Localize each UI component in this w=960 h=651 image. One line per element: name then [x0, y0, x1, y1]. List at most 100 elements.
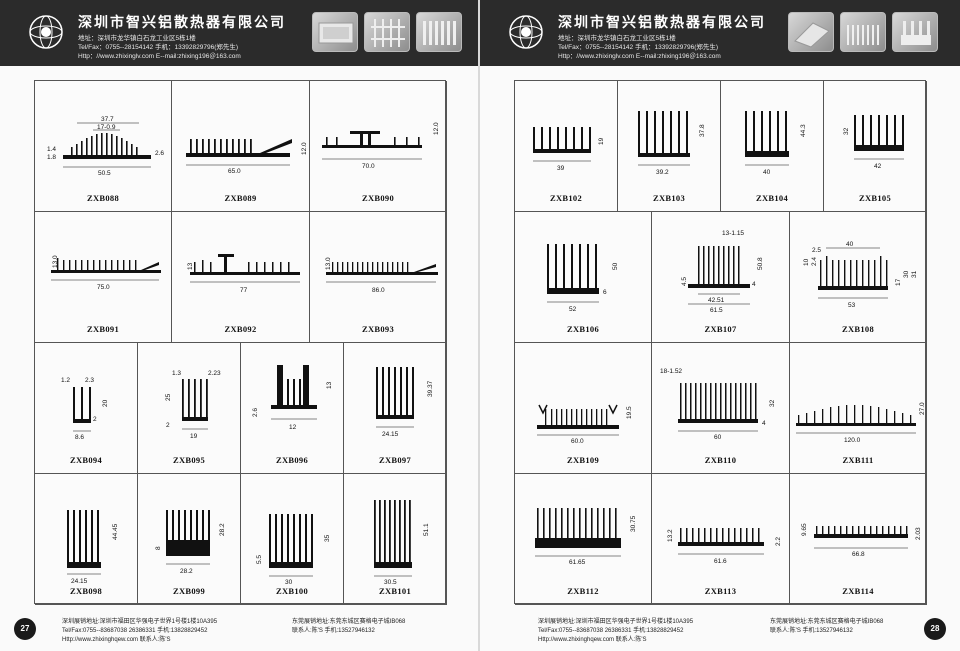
product-code: ZXB092	[224, 324, 257, 334]
product-cell: 1.2 2.3 20 8.6 2 ZXB094	[35, 343, 138, 474]
dim-label: 8	[155, 546, 162, 550]
dim-label: 61.5	[710, 307, 723, 314]
dim-label: 61.65	[569, 559, 586, 566]
catalog-page-left: 深圳市智兴铝散热器有限公司 地址：深圳市龙华镇白石龙工业区5栋1楼 Tel/Fa…	[0, 0, 480, 643]
dim-label: 2	[93, 416, 97, 423]
product-cell: 37.7 17-0.9 1.4 1.8 2.6 50.5 ZXB088	[35, 81, 172, 212]
dim-label: 30	[285, 579, 293, 586]
dim-label: 17	[895, 278, 902, 286]
profile-drawing-zxb099: 8 28.2 28.2	[155, 510, 226, 575]
profile-drawing-zxb100: 5.5 35 30	[256, 514, 331, 586]
profile-drawing-zxb091: 13.0 75.0	[51, 255, 161, 291]
dim-label: 40	[763, 169, 771, 176]
profile-drawing-zxb090: 70.0 12.0	[322, 122, 440, 170]
product-cell: 44.3 40 ZXB104	[721, 81, 824, 212]
dim-label: 1.8	[47, 154, 56, 161]
dim-label: 44.3	[800, 124, 807, 137]
profile-drawing-zxb094: 1.2 2.3 20 8.6 2	[61, 377, 109, 441]
product-code: ZXB091	[86, 324, 120, 334]
dim-label: 39.2	[656, 169, 669, 176]
product-cell: 9.65 2.03 66.8 ZXB114	[790, 474, 927, 605]
profile-drawing-zxb102: 19 39	[533, 127, 605, 172]
dim-label: 35	[324, 534, 331, 542]
dim-label: 50.8	[757, 257, 764, 270]
product-code: ZXB094	[69, 455, 103, 465]
profile-drawing-zxb114: 9.65 2.03 66.8	[801, 523, 922, 558]
dim-label: 42	[874, 163, 882, 170]
dim-label: 13.2	[667, 529, 674, 542]
dim-label: 37.8	[699, 124, 706, 137]
product-cell: 1.3 2.23 25 2 19 ZXB095	[138, 343, 241, 474]
product-cell: 19.5 60.0 ZXB109	[515, 343, 652, 474]
product-cell: 37.8 39.2 ZXB103	[618, 81, 721, 212]
product-cell: 44.45 24.15 ZXB098	[35, 474, 138, 605]
dim-label: 44.45	[112, 523, 119, 540]
dim-label: 1.4	[47, 146, 56, 153]
product-cell: 5.5 35 30 ZXB100	[241, 474, 344, 605]
profile-drawing-zxb104: 44.3 40	[745, 111, 807, 176]
dim-label: 4	[762, 420, 766, 427]
dim-label: 12.0	[433, 122, 440, 135]
profile-drawing-zxb089: 65.0 12.0	[186, 139, 308, 175]
footer-dg-address: 东莞展销地址:东莞东城区赛格电子城IB068	[770, 619, 884, 625]
product-code: ZXB106	[566, 324, 600, 334]
dim-label: 50.5	[98, 170, 111, 177]
product-grid: 37.7 17-0.9 1.4 1.8 2.6 50.5 ZXB088	[34, 80, 447, 605]
dim-label: 19	[598, 137, 605, 145]
product-photo-icon	[788, 12, 834, 52]
product-code: ZXB111	[842, 455, 874, 465]
product-code: ZXB096	[275, 455, 309, 465]
profile-drawing-zxb106: 50 6 52	[547, 244, 619, 313]
dim-label: 60.0	[571, 438, 584, 445]
company-logo-icon	[509, 15, 543, 49]
product-cell: 13.2 2.2 61.6 ZXB113	[652, 474, 790, 605]
product-code: ZXB095	[172, 455, 206, 465]
footer-sz-address: 深圳展销地址:深圳市福田区华强电子世界1号楼1楼10A395	[62, 619, 218, 625]
dim-label: 20	[102, 399, 109, 407]
dim-label: 86.0	[372, 287, 385, 294]
dim-label: 5.5	[256, 555, 263, 564]
dim-label: 31	[911, 270, 918, 278]
profile-drawing-zxb088: 37.7 17-0.9 1.4 1.8 2.6 50.5	[47, 116, 164, 177]
dim-label: 2.3	[85, 377, 94, 384]
product-code: ZXB105	[858, 193, 892, 203]
dim-label: 60	[714, 434, 722, 441]
dim-label: 40	[846, 241, 854, 248]
dim-label: 17-0.9	[97, 124, 116, 131]
dim-label: 66.8	[852, 551, 865, 558]
dim-label: 2.4	[811, 257, 818, 266]
product-cell: 19 39 ZXB102	[515, 81, 618, 212]
dim-label: 2.03	[915, 527, 922, 540]
dim-label: 2.2	[775, 537, 782, 546]
product-code: ZXB108	[841, 324, 875, 334]
profile-drawing-zxb107: 13-1.15 4.5 50.8 42.51 61.5 4	[681, 230, 764, 314]
product-cell: 50 6 52 ZXB106	[515, 212, 652, 343]
product-grid: 19 39 ZXB102 37.8 39.2 ZXB103	[514, 80, 927, 605]
dim-label: 13-1.15	[722, 230, 744, 237]
product-cell: 13.0 75.0 ZXB091	[35, 212, 172, 343]
product-cell: 13 2.6 12 ZXB096	[241, 343, 344, 474]
company-web: Http：//www.zhixinglv.com E--mail:zhixing…	[558, 53, 721, 60]
dim-label: 13.0	[325, 257, 332, 270]
product-code: ZXB112	[567, 586, 599, 596]
product-cell: 13-1.15 4.5 50.8 42.51 61.5 4 ZXB107	[652, 212, 790, 343]
company-web: Http：//www.zhixinglv.com E--mail:zhixing…	[78, 53, 241, 60]
product-cell: 8 28.2 28.2 ZXB099	[138, 474, 241, 605]
company-phone: Tel/Fax：0755--28154142 手机：13392829796(郑先…	[78, 44, 239, 51]
dim-label: 1.2	[61, 377, 70, 384]
header-product-photos	[312, 12, 462, 52]
dim-label: 30.5	[384, 579, 397, 586]
product-code: ZXB102	[549, 193, 583, 203]
product-code: ZXB090	[361, 193, 395, 203]
dim-label: 28.2	[219, 523, 226, 536]
profile-drawing-zxb105: 32 42	[843, 115, 904, 170]
dim-label: 19	[190, 433, 198, 440]
product-cell: 32 42 ZXB105	[824, 81, 927, 212]
footer-sz-tel: Tel/Fax:0755--83687038 26386331 手机:13828…	[62, 628, 208, 634]
product-code: ZXB099	[172, 586, 206, 596]
profile-drawing-zxb096: 13 2.6 12	[252, 365, 333, 431]
product-cell: 2.5 40 10 2.4 31 30 17 53 ZXB108	[790, 212, 927, 343]
profile-drawing-zxb111: 27.0 120.0	[796, 402, 926, 444]
catalog-page-right: 深圳市智兴铝散热器有限公司 地址：深圳市龙华镇白石龙工业区5栋1楼 Tel/Fa…	[480, 0, 960, 651]
dim-label: 13	[187, 262, 194, 270]
